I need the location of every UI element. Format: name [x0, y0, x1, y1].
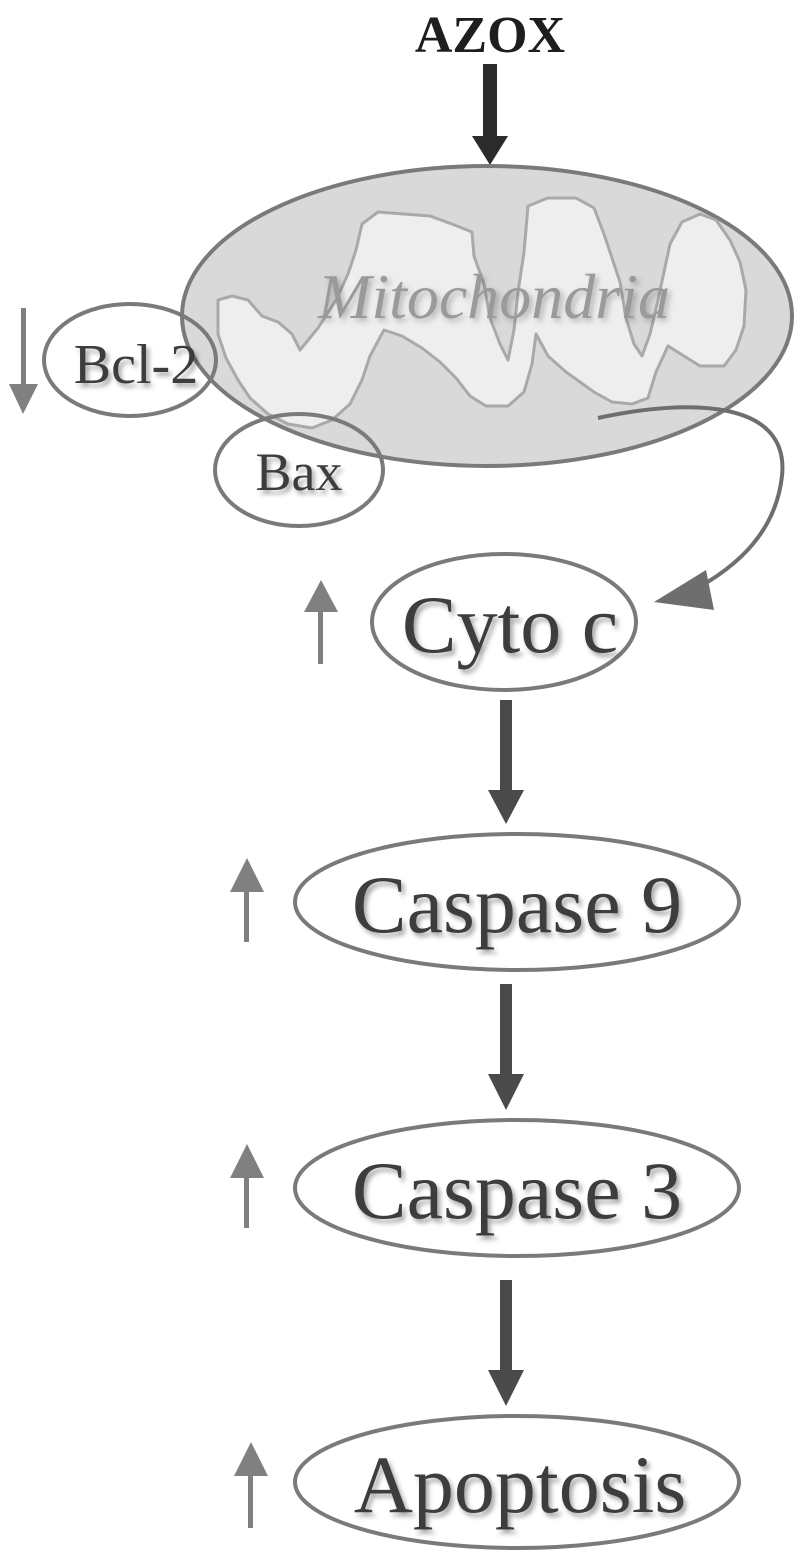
- bcl2-label: Bcl-2: [74, 334, 198, 396]
- title-azox: AZOX: [415, 7, 565, 64]
- casp3-node: Caspase 3: [293, 1118, 741, 1258]
- bcl2-down-arrow: [9, 308, 38, 414]
- azox-arrow: [472, 64, 508, 165]
- arrow-cytoc-to-casp9: [488, 700, 524, 824]
- apoptosis-up-arrow: [234, 1442, 268, 1528]
- casp9-up-arrow: [230, 858, 264, 942]
- arrow-casp9-to-casp3: [488, 984, 524, 1110]
- apoptosis-node: Apoptosis: [293, 1414, 741, 1550]
- apoptosis-label: Apoptosis: [354, 1439, 687, 1530]
- casp3-up-arrow: [230, 1144, 264, 1228]
- cristae-shape: [216, 196, 748, 430]
- bcl2-node: Bcl-2: [42, 302, 218, 418]
- arrow-casp3-to-apoptosis: [488, 1280, 524, 1406]
- casp9-label: Caspase 9: [352, 859, 682, 950]
- bax-node: Bax: [213, 412, 385, 528]
- casp9-node: Caspase 9: [293, 832, 741, 972]
- release-arrow: [597, 405, 785, 610]
- cytoc-label: Cyto c: [402, 579, 618, 670]
- cytoc-up-arrow: [304, 580, 338, 664]
- cytoc-node: Cyto c: [370, 552, 638, 692]
- mitochondria-label: Mitochondria: [317, 261, 670, 332]
- bax-label: Bax: [256, 442, 343, 502]
- mitochondrion: Mitochondria: [180, 164, 794, 468]
- casp3-label: Caspase 3: [352, 1145, 682, 1236]
